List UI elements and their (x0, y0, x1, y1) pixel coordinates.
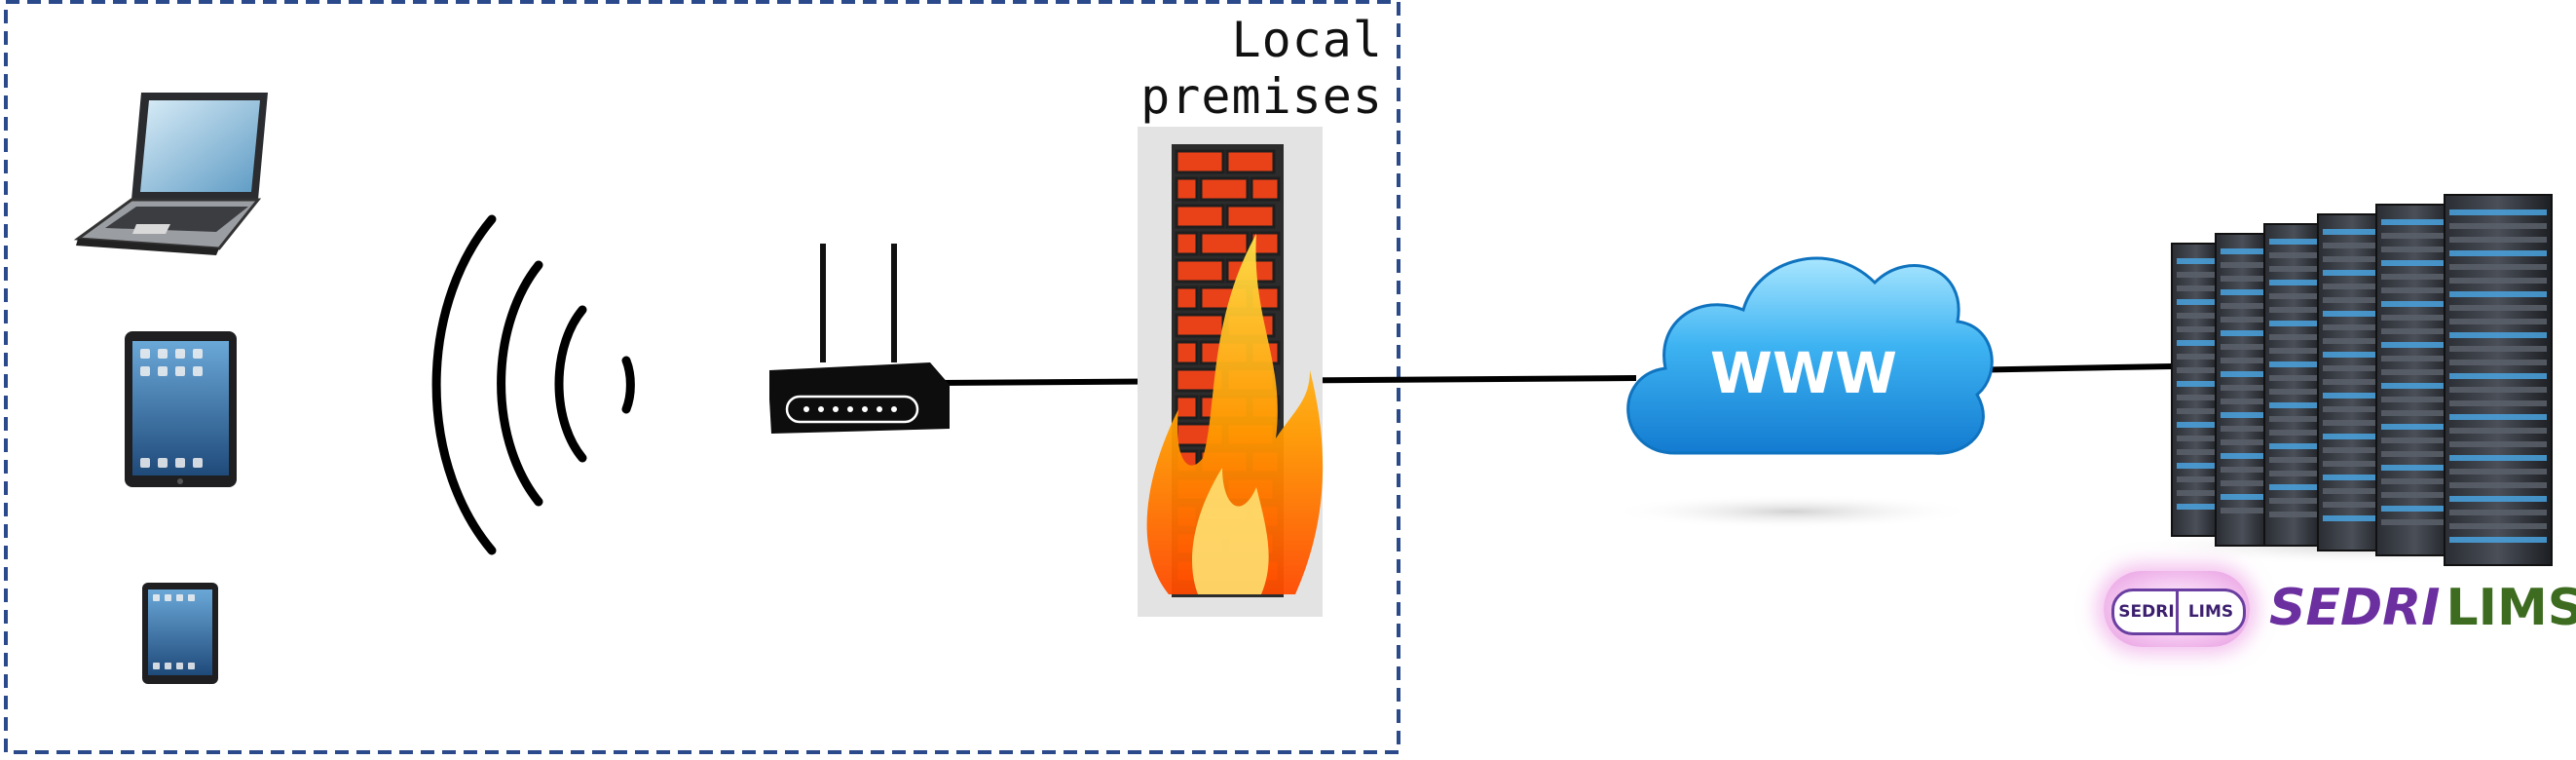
firewall-brick (1199, 176, 1250, 202)
local-premises-label: Local premises (1140, 12, 1383, 125)
cloud-icon: WWW (1607, 256, 1994, 529)
router-icon (769, 244, 950, 434)
server-rack (2263, 223, 2324, 547)
server-rack (2215, 233, 2270, 547)
logo-badge-icon: SEDRI LIMS (2104, 571, 2250, 647)
firewall-brick (1175, 204, 1225, 229)
server-rack (2444, 194, 2553, 566)
server-rack-icon (2133, 194, 2576, 566)
logo-badge-left: SEDRI (2111, 589, 2182, 635)
firewall-brick (1175, 231, 1199, 256)
connection-cloud-server (1957, 363, 2173, 373)
firewall-brick (1175, 176, 1199, 202)
small-tablet-icon (142, 583, 218, 684)
firewall-brick (1175, 258, 1225, 284)
firewall-brick (1250, 176, 1281, 202)
firewall-flame (1146, 234, 1324, 594)
logo-badge-right: LIMS (2176, 589, 2246, 635)
firewall-brick (1225, 204, 1276, 229)
firewall-brick (1175, 395, 1199, 420)
logo-text-sedri: SEDRI (2269, 579, 2441, 637)
logo-text-lims: LIMS (2445, 579, 2576, 637)
firewall-brick (1225, 149, 1276, 174)
laptop-icon (73, 93, 268, 255)
firewall-brick (1175, 340, 1199, 365)
server-rack (2317, 213, 2387, 551)
server-rack (2375, 204, 2455, 556)
server-rack (2171, 243, 2221, 537)
firewall-brick (1199, 231, 1250, 256)
firewall-brick (1175, 149, 1225, 174)
firewall-brick (1175, 285, 1199, 311)
tablet-icon (125, 331, 237, 487)
cloud-label: WWW (1710, 340, 1897, 406)
firewall-brick (1175, 313, 1225, 338)
firewall-icon (1138, 127, 1324, 617)
wifi-icon (431, 214, 635, 555)
